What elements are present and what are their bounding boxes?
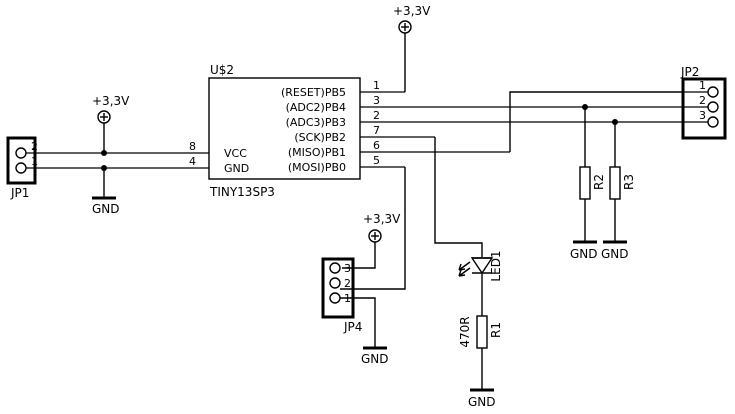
- jp4-pin-num-2: 2: [344, 277, 351, 290]
- pin-number-gnd: 4: [189, 155, 196, 168]
- r1-body: [476, 315, 488, 349]
- jp4-pin-3: [329, 262, 341, 274]
- wire-jp4-gnd: [340, 297, 376, 348]
- ic-value: TINY13SP3: [209, 185, 275, 199]
- jp1-pin-num-2: 2: [31, 140, 38, 153]
- ic-pin-pb0: (MOSI)PB0 5: [288, 154, 405, 174]
- jp1-pin-num-1: 1: [31, 155, 38, 168]
- vcc-supply-top: +3,3V: [393, 4, 431, 34]
- jp1-pin-1: [15, 162, 27, 174]
- ic-body: [208, 77, 361, 180]
- pin-number-vcc: 8: [189, 140, 196, 153]
- pin-number-pb1: 6: [373, 139, 380, 152]
- pin-signal-pb5: (RESET)PB5: [281, 86, 346, 99]
- led1-label: LED1: [489, 250, 503, 281]
- ic-pin-vcc: VCC 8: [54, 140, 247, 160]
- ic-pin-pb3: (ADC3)PB3 2: [286, 109, 683, 129]
- vcc-label-jp4: +3,3V: [363, 212, 401, 226]
- led-arrow-2: [458, 267, 471, 277]
- jp4-frame: [321, 257, 355, 319]
- jp4-pin-num-3: 3: [344, 262, 351, 275]
- pin-signal-vcc: VCC: [224, 147, 247, 160]
- jp1-pin-2: [15, 147, 27, 159]
- vcc-label-top: +3,3V: [393, 4, 431, 18]
- ic-name: U$2: [210, 63, 234, 77]
- led-arrow-1: [458, 261, 471, 271]
- jp2-label: JP2: [680, 65, 699, 79]
- ic-attiny13: U$2 TINY13SP3 (RESET)PB5 1 (ADC2)PB4 3 (…: [54, 63, 683, 199]
- ic-pin-gnd: GND 4: [54, 155, 249, 175]
- pin-signal-pb3: (ADC3)PB3: [286, 116, 346, 129]
- ic-pin-pb5: (RESET)PB5 1: [281, 79, 405, 99]
- pin-number-pb0: 5: [373, 154, 380, 167]
- vcc-label-left: +3,3V: [92, 94, 130, 108]
- connector-jp2: JP2 1 2 3: [680, 65, 727, 140]
- vcc-supply-left: +3,3V: [92, 94, 130, 156]
- jp2-pin-1: [707, 86, 719, 98]
- r2-body: [579, 166, 591, 200]
- pin-signal-pb0: (MOSI)PB0: [288, 161, 346, 174]
- connector-jp4: 3 2 1 JP4: [321, 257, 362, 334]
- pin-number-pb2: 7: [373, 124, 380, 137]
- resistor-r2: R2: [573, 104, 606, 244]
- gnd-label-left: GND: [92, 202, 120, 216]
- gnd-label-jp4: GND: [361, 352, 389, 366]
- jp1-label: JP1: [10, 186, 29, 200]
- wire-mosi-jp4: [340, 167, 406, 290]
- gnd-label-r3: GND: [601, 247, 629, 261]
- pin-number-pb5: 1: [373, 79, 380, 92]
- pin-signal-pb4: (ADC2)PB4: [286, 101, 346, 114]
- resistor-r1: R1 470R: [458, 315, 503, 349]
- r1-label: R1: [489, 322, 503, 338]
- jp2-pin-num-1: 1: [699, 79, 706, 92]
- pin-number-pb4: 3: [373, 94, 380, 107]
- led-triangle: [470, 257, 494, 275]
- wire-sck-led: [434, 137, 483, 257]
- jp1-frame: [6, 136, 37, 185]
- wire-miso-jp2: [509, 91, 683, 152]
- r3-body: [609, 166, 621, 200]
- jp4-pin-2: [329, 277, 341, 289]
- jp2-pin-num-3: 3: [699, 109, 706, 122]
- vcc-supply-jp4: +3,3V: [342, 212, 401, 269]
- r2-label: R2: [592, 174, 606, 190]
- resistor-r3: R3: [603, 119, 636, 244]
- jp2-pin-2: [707, 101, 719, 113]
- led-led1: LED1: [458, 250, 503, 282]
- jp4-pin-1: [329, 292, 341, 304]
- pin-signal-pb1: (MISO)PB1: [288, 146, 346, 159]
- gnd-label-r1: GND: [468, 395, 496, 409]
- jp2-pin-num-2: 2: [699, 94, 706, 107]
- junction-gnd-left: [101, 165, 107, 171]
- gnd-label-r2: GND: [570, 247, 598, 261]
- jp2-frame: [681, 77, 727, 140]
- ic-pin-pb4: (ADC2)PB4 3: [286, 94, 683, 114]
- jp2-pin-3: [707, 116, 719, 128]
- jp4-label: JP4: [343, 320, 362, 334]
- ic-pin-pb2: (SCK)PB2 7: [294, 124, 435, 144]
- junction-vcc-left: [101, 150, 107, 156]
- pin-number-pb3: 2: [373, 109, 380, 122]
- r3-label: R3: [622, 174, 636, 190]
- pin-signal-gnd: GND: [224, 162, 249, 175]
- r1-value: 470R: [458, 316, 472, 347]
- pin-signal-pb2: (SCK)PB2: [294, 131, 346, 144]
- connector-jp1: 2 1 JP1: [6, 136, 54, 200]
- gnd-supply-left: GND: [92, 165, 120, 216]
